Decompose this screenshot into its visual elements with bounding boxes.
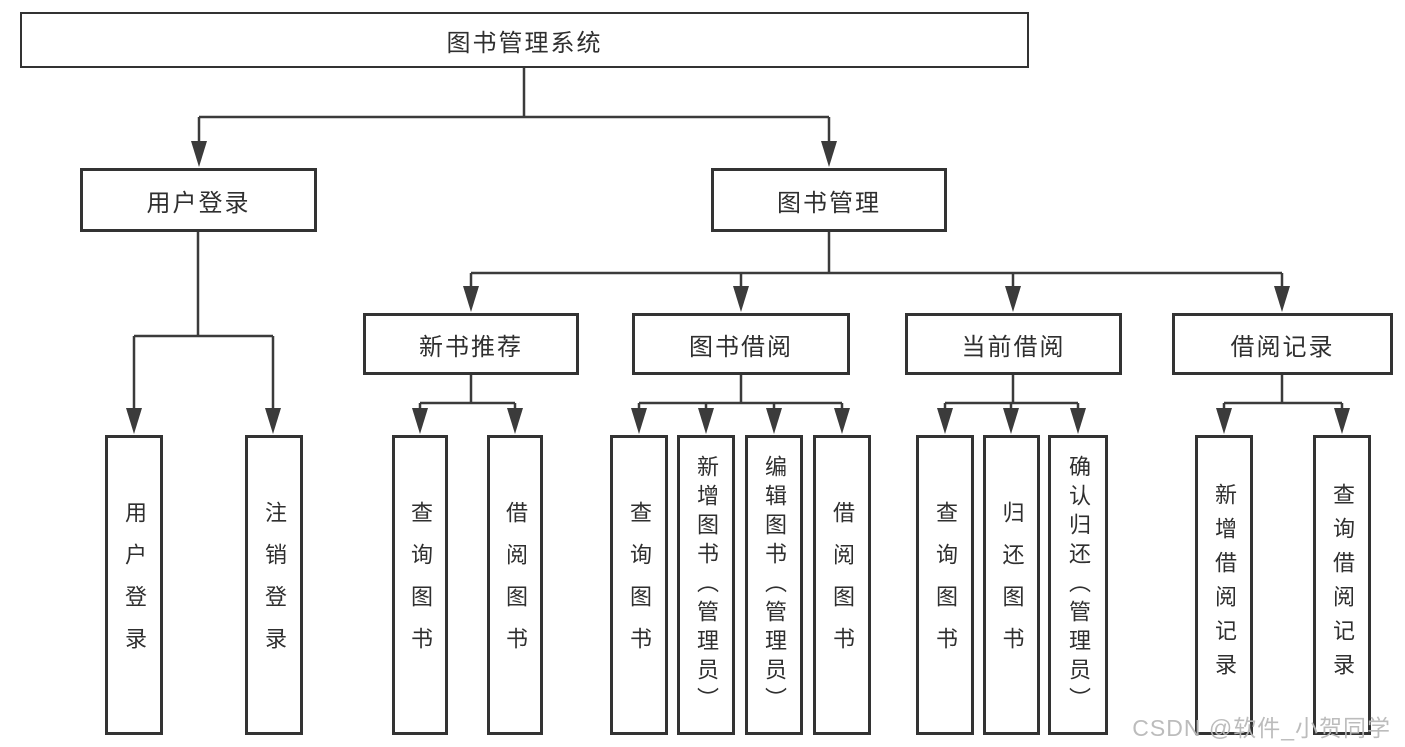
node-book-management: 图书管理 (711, 168, 947, 232)
leaf-label: 查询借阅记录 (1330, 483, 1355, 687)
leaf-label: 用户登录 (122, 501, 147, 669)
leaf-recommend-borrow-books: 借阅图书 (487, 435, 543, 735)
leaf-recommend-query-books: 查询图书 (392, 435, 448, 735)
leaf-label: 查询图书 (408, 501, 433, 669)
leaf-borrowing-edit-books-admin: 编辑图书（管理员） (745, 435, 803, 735)
csdn-watermark: CSDN @软件_小贺同学 (1132, 715, 1391, 741)
leaf-borrowing-query-books: 查询图书 (610, 435, 668, 735)
leaf-label: 借阅图书 (503, 501, 528, 669)
leaf-records-add-borrow-record: 新增借阅记录 (1195, 435, 1253, 735)
leaf-label: 编辑图书（管理员） (762, 454, 787, 716)
node-new-book-recommend: 新书推荐 (363, 313, 579, 375)
leaf-label: 归还图书 (999, 501, 1025, 669)
node-book-borrowing: 图书借阅 (632, 313, 850, 375)
node-current-borrowing: 当前借阅 (905, 313, 1122, 375)
leaf-logout: 注销登录 (245, 435, 303, 735)
leaf-borrowing-add-books-admin: 新增图书（管理员） (677, 435, 735, 735)
leaf-borrowing-borrow-books: 借阅图书 (813, 435, 871, 735)
leaf-label: 查询图书 (627, 501, 652, 669)
leaf-current-query-books: 查询图书 (916, 435, 974, 735)
leaf-label: 借阅图书 (830, 501, 855, 669)
leaf-user-login: 用户登录 (105, 435, 163, 735)
leaf-label: 注销登录 (262, 501, 287, 669)
leaf-label: 查询图书 (933, 501, 958, 669)
leaf-current-confirm-return-admin: 确认归还（管理员） (1048, 435, 1108, 735)
leaf-records-query-borrow-record: 查询借阅记录 (1313, 435, 1371, 735)
leaf-label: 新增图书（管理员） (694, 454, 719, 716)
node-root-system: 图书管理系统 (20, 12, 1029, 68)
node-user-login: 用户登录 (80, 168, 317, 232)
leaf-current-return-books: 归还图书 (983, 435, 1040, 735)
node-borrow-records: 借阅记录 (1172, 313, 1393, 375)
leaf-label: 新增借阅记录 (1212, 483, 1237, 687)
leaf-label: 确认归还（管理员） (1066, 454, 1091, 716)
